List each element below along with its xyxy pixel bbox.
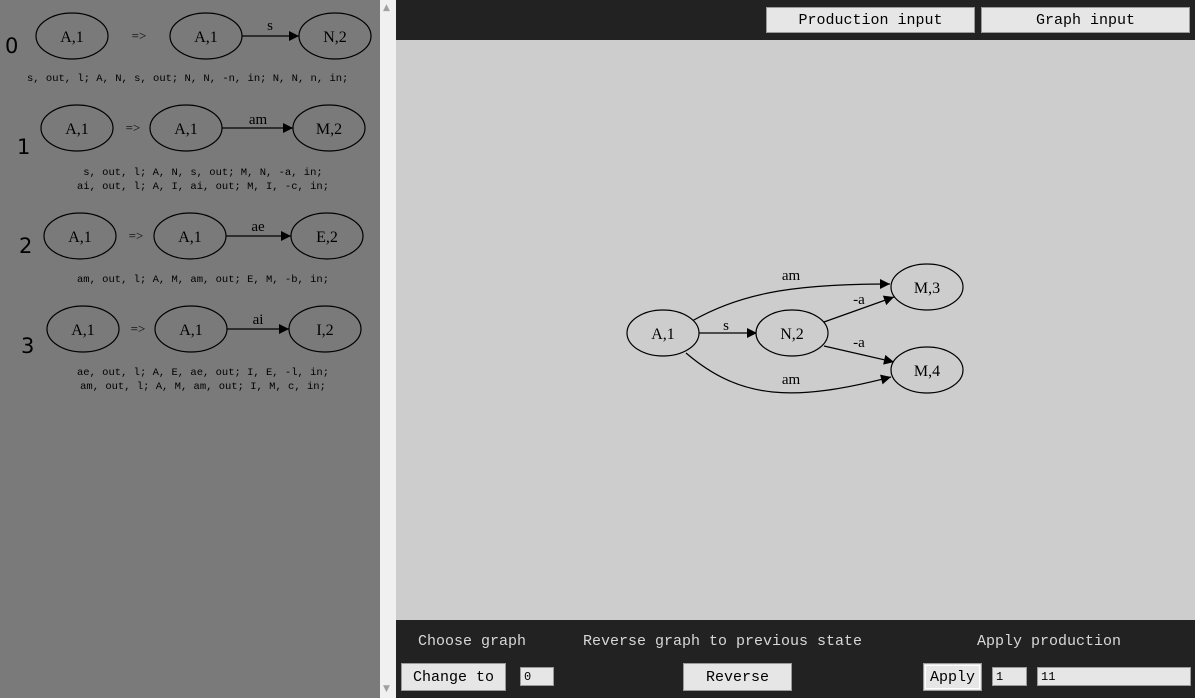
production-number-input[interactable] bbox=[992, 667, 1027, 686]
production-arrow: => bbox=[129, 228, 144, 243]
lhs-node-label: A,1 bbox=[65, 121, 89, 138]
rhs-from-label: A,1 bbox=[194, 29, 218, 46]
node-label: M,3 bbox=[914, 280, 940, 297]
rhs-to-label: I,2 bbox=[316, 322, 333, 339]
reverse-button[interactable]: Reverse bbox=[683, 663, 792, 691]
edge-a1-m3 bbox=[691, 279, 891, 322]
rhs-edge-label: ae bbox=[251, 219, 265, 235]
edge-label: am bbox=[782, 268, 801, 284]
lhs-node bbox=[35, 12, 109, 60]
bottom-toolbar: Choose graph Change to Reverse graph to … bbox=[396, 620, 1195, 698]
rhs-to-node bbox=[292, 104, 366, 152]
productions-list: 0 A,1 => A,1 s N,2 s, out, l; A, N, s, o… bbox=[5, 12, 372, 393]
rhs-to-label: N,2 bbox=[323, 29, 347, 46]
node-label: M,4 bbox=[914, 363, 940, 380]
rhs-edge-label: ai bbox=[253, 312, 264, 328]
vertical-scrollbar[interactable]: ▲ ▼ bbox=[380, 0, 396, 698]
position-input[interactable] bbox=[1037, 667, 1191, 686]
production-index: 2 bbox=[19, 234, 32, 258]
edge-n2-m4 bbox=[823, 345, 895, 365]
scroll-up-icon[interactable]: ▲ bbox=[383, 3, 390, 13]
edge-a1-m4 bbox=[685, 352, 892, 394]
graph-number-input[interactable] bbox=[520, 667, 554, 686]
rhs-to-label: E,2 bbox=[316, 229, 338, 246]
production-index: 1 bbox=[17, 135, 30, 159]
lhs-node-label: A,1 bbox=[68, 229, 92, 246]
production-arrow: => bbox=[126, 120, 141, 135]
node-n2[interactable] bbox=[755, 309, 829, 357]
top-toolbar: Production input Graph input bbox=[396, 0, 1195, 40]
graph-view: s am -a -a am A,1 N,2 M,3 M,4 bbox=[626, 263, 964, 394]
rhs-from-label: A,1 bbox=[174, 121, 198, 138]
apply-production-label: Apply production bbox=[977, 633, 1122, 650]
apply-button[interactable]: Apply bbox=[923, 663, 982, 691]
node-label: A,1 bbox=[651, 326, 675, 343]
production-index: 0 bbox=[5, 34, 18, 58]
lhs-node-label: A,1 bbox=[60, 29, 84, 46]
graph-canvas[interactable]: s am -a -a am A,1 N,2 M,3 M,4 bbox=[396, 40, 1195, 620]
production-arrow: => bbox=[131, 321, 146, 336]
change-to-button[interactable]: Change to bbox=[401, 663, 506, 691]
production-index: 3 bbox=[21, 334, 34, 358]
production-rule: ai, out, l; A, I, ai, out; M, I, -c, in; bbox=[77, 181, 329, 193]
production-0[interactable]: 0 A,1 => A,1 s N,2 s, out, l; A, N, s, o… bbox=[5, 12, 372, 85]
edge-label: am bbox=[782, 372, 801, 388]
lhs-node bbox=[46, 305, 120, 353]
rhs-from-label: A,1 bbox=[179, 322, 203, 339]
production-input-button[interactable]: Production input bbox=[766, 7, 975, 33]
production-1[interactable]: 1 A,1 => A,1 am M,2 s, out, l; A, N, s, … bbox=[17, 104, 366, 193]
production-2[interactable]: 2 A,1 => A,1 ae E,2 am, out, l; A, M, am… bbox=[19, 212, 364, 286]
rhs-from-label: A,1 bbox=[178, 229, 202, 246]
rhs-to-node bbox=[298, 12, 372, 60]
node-m4[interactable] bbox=[890, 346, 964, 394]
production-3[interactable]: 3 A,1 => A,1 ai I,2 ae, out, l; A, E, ae… bbox=[21, 305, 362, 393]
edge-label: -a bbox=[853, 335, 865, 351]
production-rule: am, out, l; A, M, am, out; E, M, -b, in; bbox=[77, 274, 329, 286]
edge-label: -a bbox=[853, 292, 865, 308]
production-rule: s, out, l; A, N, s, out; N, N, -n, in; N… bbox=[27, 73, 348, 85]
rhs-to-label: M,2 bbox=[316, 121, 342, 138]
production-rule: am, out, l; A, M, am, out; I, M, c, in; bbox=[80, 381, 326, 393]
rhs-to-node bbox=[290, 212, 364, 260]
rhs-to-node bbox=[288, 305, 362, 353]
production-arrow: => bbox=[132, 28, 147, 43]
edge-label: s bbox=[723, 318, 729, 334]
node-m3[interactable] bbox=[890, 263, 964, 311]
node-a1[interactable] bbox=[626, 309, 700, 357]
reverse-label: Reverse graph to previous state bbox=[583, 633, 863, 650]
scroll-down-icon[interactable]: ▼ bbox=[383, 684, 390, 694]
lhs-node bbox=[40, 104, 114, 152]
node-label: N,2 bbox=[780, 326, 804, 343]
choose-graph-label: Choose graph bbox=[418, 633, 527, 650]
lhs-node bbox=[43, 212, 117, 260]
lhs-node-label: A,1 bbox=[71, 322, 95, 339]
rhs-edge-label: s bbox=[267, 18, 273, 34]
edge-n2-m3 bbox=[823, 295, 895, 323]
production-rule: s, out, l; A, N, s, out; M, N, -a, in; bbox=[83, 167, 322, 179]
productions-panel: 0 A,1 => A,1 s N,2 s, out, l; A, N, s, o… bbox=[0, 0, 380, 698]
graph-input-button[interactable]: Graph input bbox=[981, 7, 1190, 33]
rhs-edge-label: am bbox=[249, 112, 268, 128]
production-rule: ae, out, l; A, E, ae, out; I, E, -l, in; bbox=[77, 367, 329, 379]
